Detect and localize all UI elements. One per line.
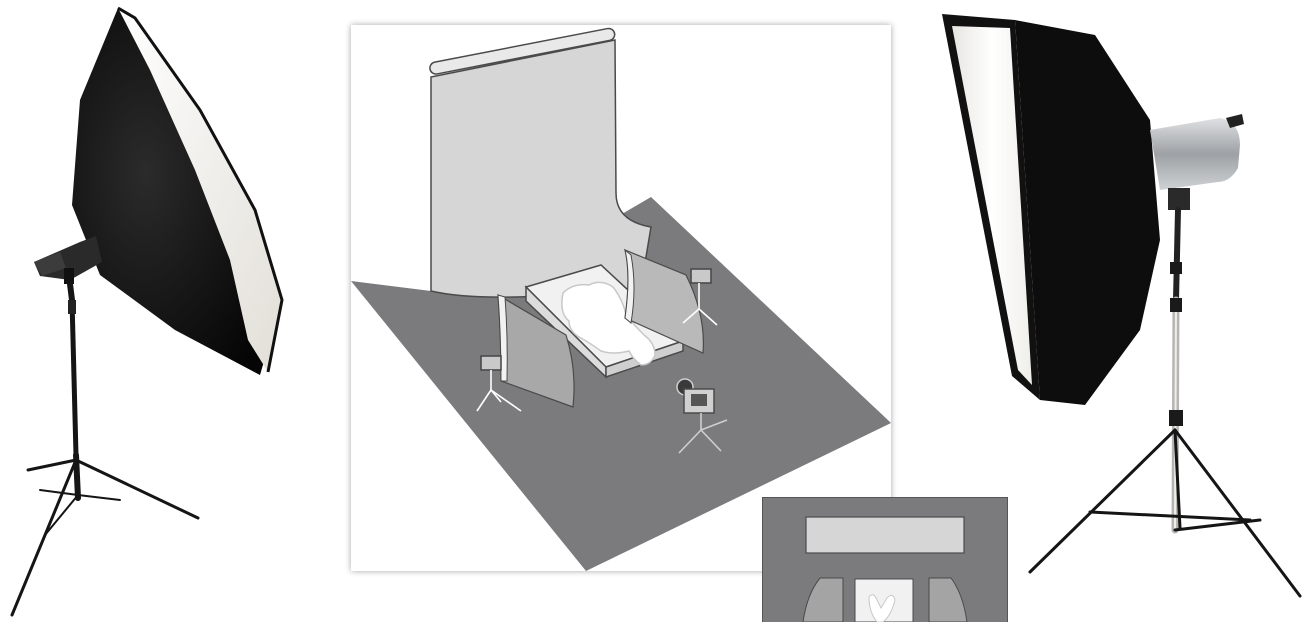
strobe-head (1150, 114, 1244, 210)
inset-left-scrim (803, 578, 843, 622)
strobe-head (34, 236, 102, 284)
left-softbox-light (0, 0, 320, 621)
strip-softbox (942, 14, 1160, 405)
inset-backdrop (806, 517, 964, 553)
light-stand (12, 284, 198, 615)
inset-right-scrim (929, 578, 967, 622)
top-down-inset (762, 497, 1008, 622)
light-stand (1030, 210, 1300, 596)
seamless-backdrop (429, 27, 651, 297)
octagonal-softbox (72, 8, 282, 375)
studio-setup-diagram (351, 25, 891, 571)
